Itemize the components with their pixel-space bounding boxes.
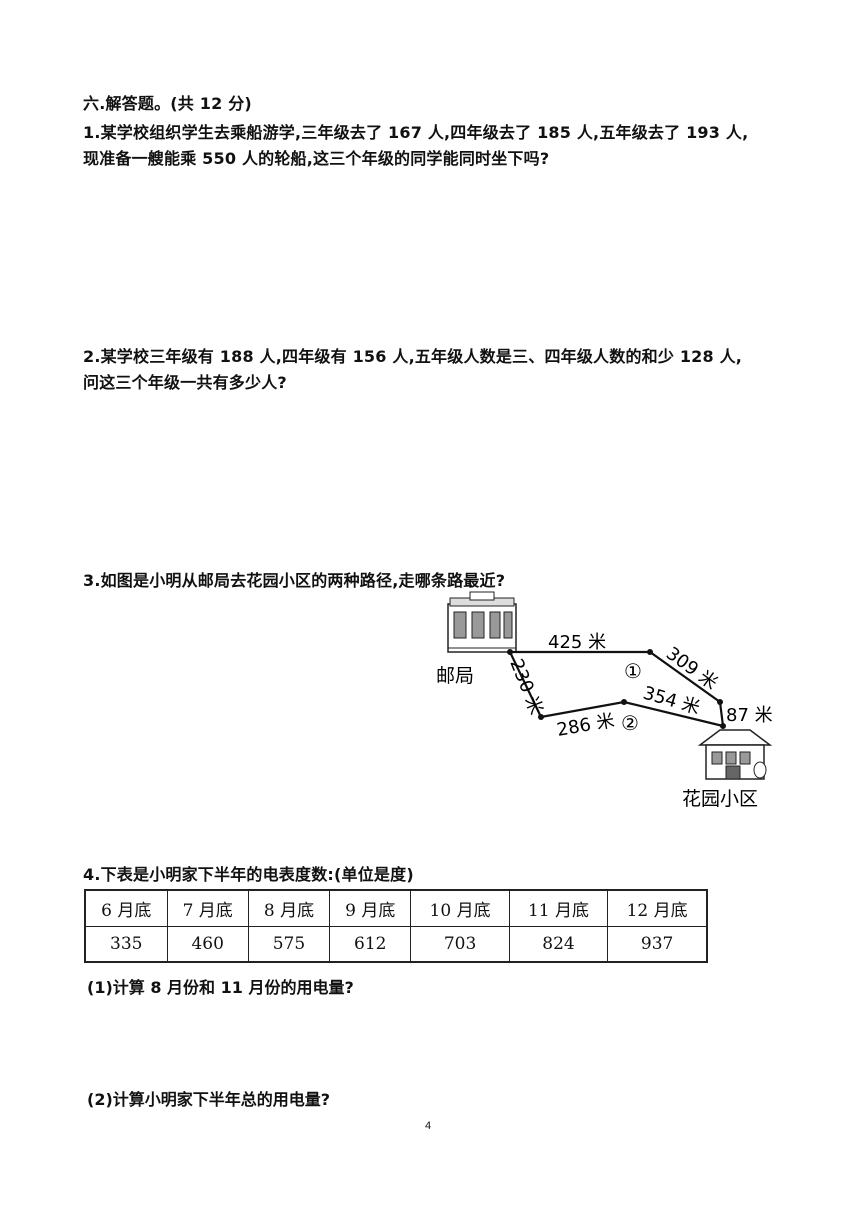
question-4-sub-1: (1)计算 8 月份和 11 月份的用电量? xyxy=(87,978,354,997)
route-map-diagram: 邮局 花园小区 425 米 309 米 230 米 286 米 354 米 87… xyxy=(436,591,773,810)
post-office-icon xyxy=(447,591,517,653)
table-cell: 612 xyxy=(329,926,412,963)
table-header-cell: 8 月底 xyxy=(247,889,331,927)
distance-87-label: 87 米 xyxy=(726,705,773,726)
table-cell: 937 xyxy=(607,926,708,963)
section-title: 六.解答题。(共 12 分) xyxy=(83,94,252,113)
table-header-row: 6 月底 7 月底 8 月底 9 月底 10 月底 11 月底 12 月底 xyxy=(84,889,708,927)
question-1-line-2: 现准备一艘能乘 550 人的轮船,这三个年级的同学能同时坐下吗? xyxy=(83,149,550,168)
table-header-cell: 10 月底 xyxy=(410,889,510,927)
table-header-cell: 7 月底 xyxy=(166,889,249,927)
table-header-cell: 6 月底 xyxy=(84,889,168,927)
garden-community-label: 花园小区 xyxy=(682,788,758,810)
post-office-label: 邮局 xyxy=(436,665,474,687)
table-cell: 460 xyxy=(166,926,249,963)
route-nodes xyxy=(507,649,726,729)
question-4-sub-2: (2)计算小明家下半年总的用电量? xyxy=(87,1090,331,1109)
question-3-text: 3.如图是小明从邮局去花园小区的两种路径,走哪条路最近? xyxy=(83,571,506,590)
question-2-line-1: 2.某学校三年级有 188 人,四年级有 156 人,五年级人数是三、四年级人数… xyxy=(83,347,743,366)
question-2-line-2: 问这三个年级一共有多少人? xyxy=(83,373,287,392)
distance-309-label: 309 米 xyxy=(662,643,721,694)
distance-425-label: 425 米 xyxy=(548,632,606,653)
question-4-text: 4.下表是小明家下半年的电表度数:(单位是度) xyxy=(83,865,414,884)
table-cell: 703 xyxy=(410,926,510,963)
route-lines xyxy=(509,650,725,728)
distance-286-label: 286 米 xyxy=(555,710,616,741)
table-header-cell: 12 月底 xyxy=(607,889,708,927)
garden-house-icon xyxy=(697,729,773,780)
table-cell: 575 xyxy=(247,926,331,963)
table-header-cell: 11 月底 xyxy=(508,889,609,927)
table-cell: 335 xyxy=(84,926,168,963)
table-header-cell: 9 月底 xyxy=(329,889,412,927)
table-row: 335 460 575 612 703 824 937 xyxy=(84,926,708,963)
page-number: 4 xyxy=(425,1120,432,1132)
question-1-line-1: 1.某学校组织学生去乘船游学,三年级去了 167 人,四年级去了 185 人,五… xyxy=(83,123,749,142)
route-1-marker: ① xyxy=(624,659,642,683)
meter-reading-table: 6 月底 7 月底 8 月底 9 月底 10 月底 11 月底 12 月底 33… xyxy=(84,889,708,963)
route-2-marker: ② xyxy=(621,711,639,735)
table-cell: 824 xyxy=(508,926,609,963)
distance-230-label: 230 米 xyxy=(505,656,546,718)
